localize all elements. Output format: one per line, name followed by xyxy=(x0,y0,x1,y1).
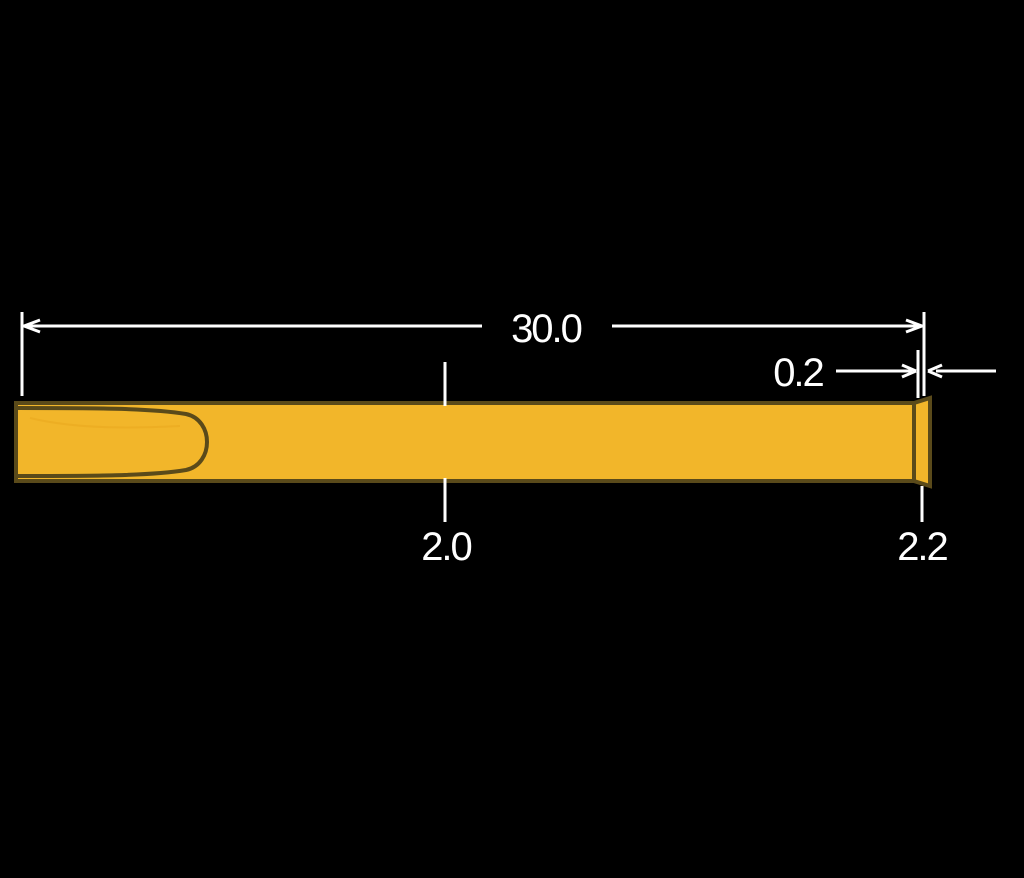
overall-length-label: 30.0 xyxy=(511,307,582,351)
pin-head xyxy=(912,395,932,489)
pin-body xyxy=(14,395,932,489)
overall-length-dimension: 30.0 xyxy=(20,307,926,396)
head-thickness-label: 0.2 xyxy=(773,351,823,395)
pin-tip-contour xyxy=(17,406,209,478)
head-thickness-arrow-right-icon xyxy=(927,363,943,379)
head-thickness-dimension: 0.2 xyxy=(773,350,996,398)
right-arrow-icon xyxy=(905,318,923,334)
pin-shaft xyxy=(14,401,922,483)
pin-tip-highlight xyxy=(29,417,181,429)
head-diameter-dimension: 2.2 xyxy=(897,486,950,569)
shaft-diameter-label: 2.0 xyxy=(421,525,471,569)
shaft-diameter-dimension: 2.0 xyxy=(421,362,474,569)
left-arrow-icon xyxy=(23,318,41,334)
head-thickness-arrow-left-icon xyxy=(901,363,917,379)
head-diameter-label: 2.2 xyxy=(897,525,947,569)
